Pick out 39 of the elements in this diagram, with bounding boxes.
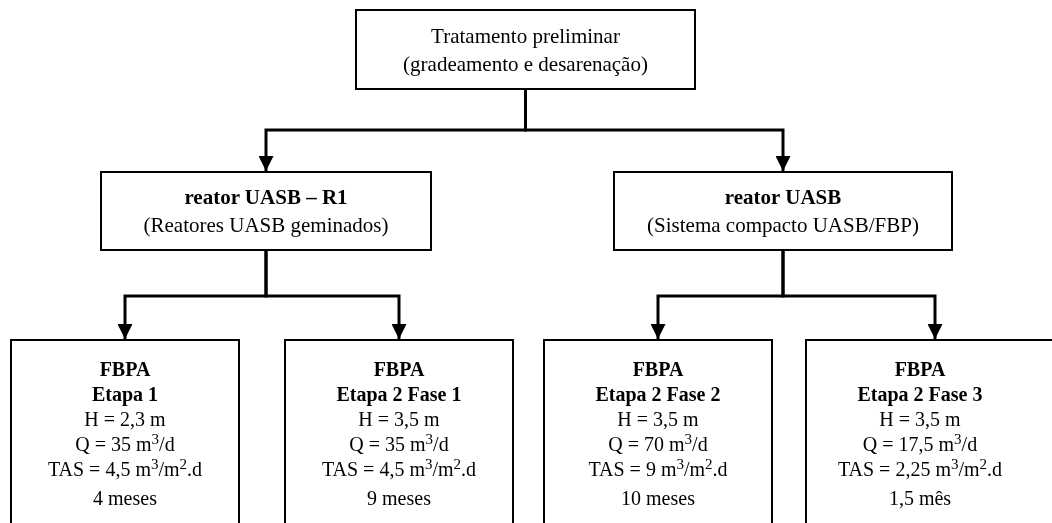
arrow (781, 251, 943, 339)
box-heading: Etapa 2 Fase 3 (857, 382, 983, 407)
box-heading: FBPA (894, 357, 946, 382)
box-heading: FBPA (99, 357, 151, 382)
process-box (543, 339, 773, 523)
box-text: Q = 35 m$^{3}$/d (75, 432, 175, 457)
box-heading: FBPA (632, 357, 684, 382)
process-box (613, 171, 953, 251)
box-text: TAS = 2,25 m$^{3}$/m$^{2}$.d (837, 457, 1003, 482)
box-text: (Reatores UASB geminados) (143, 212, 389, 239)
box-text: 10 meses (621, 486, 695, 511)
box-text: (Sistema compacto UASB/FBP) (647, 212, 919, 239)
box-text: H = 3,5 m (879, 407, 961, 432)
box-text: TAS = 4,5 m$^{3}$/m$^{2}$.d (321, 457, 477, 482)
box-text: H = 3,5 m (617, 407, 699, 432)
box-heading: reator UASB – R1 (184, 184, 348, 211)
box-text: H = 3,5 m (358, 407, 440, 432)
process-box (355, 9, 696, 90)
box-heading: Etapa 2 Fase 2 (595, 382, 721, 407)
process-box (805, 339, 1052, 523)
process-box (284, 339, 514, 523)
box-text: 9 meses (367, 486, 431, 511)
box-text: 1,5 mês (888, 486, 952, 511)
box-text: H = 2,3 m (84, 407, 166, 432)
box-text: Q = 35 m$^{3}$/d (349, 432, 449, 457)
box-heading: Etapa 2 Fase 1 (336, 382, 462, 407)
box-text: 4 meses (93, 486, 157, 511)
process-box (100, 171, 432, 251)
box-text: TAS = 9 m$^{3}$/m$^{2}$.d (588, 457, 728, 482)
box-heading: FBPA (373, 357, 425, 382)
arrow (524, 90, 791, 171)
process-box (10, 339, 240, 523)
box-text: TAS = 4,5 m$^{3}$/m$^{2}$.d (47, 457, 203, 482)
box-text: Q = 70 m$^{3}$/d (608, 432, 708, 457)
box-text: Tratamento preliminar (gradeamento e desarenação) (402, 22, 649, 78)
box-text: Q = 17,5 m$^{3}$/d (862, 432, 978, 457)
box-heading: reator UASB (724, 184, 842, 211)
arrow (264, 251, 407, 339)
box-heading: Etapa 1 (91, 382, 159, 407)
